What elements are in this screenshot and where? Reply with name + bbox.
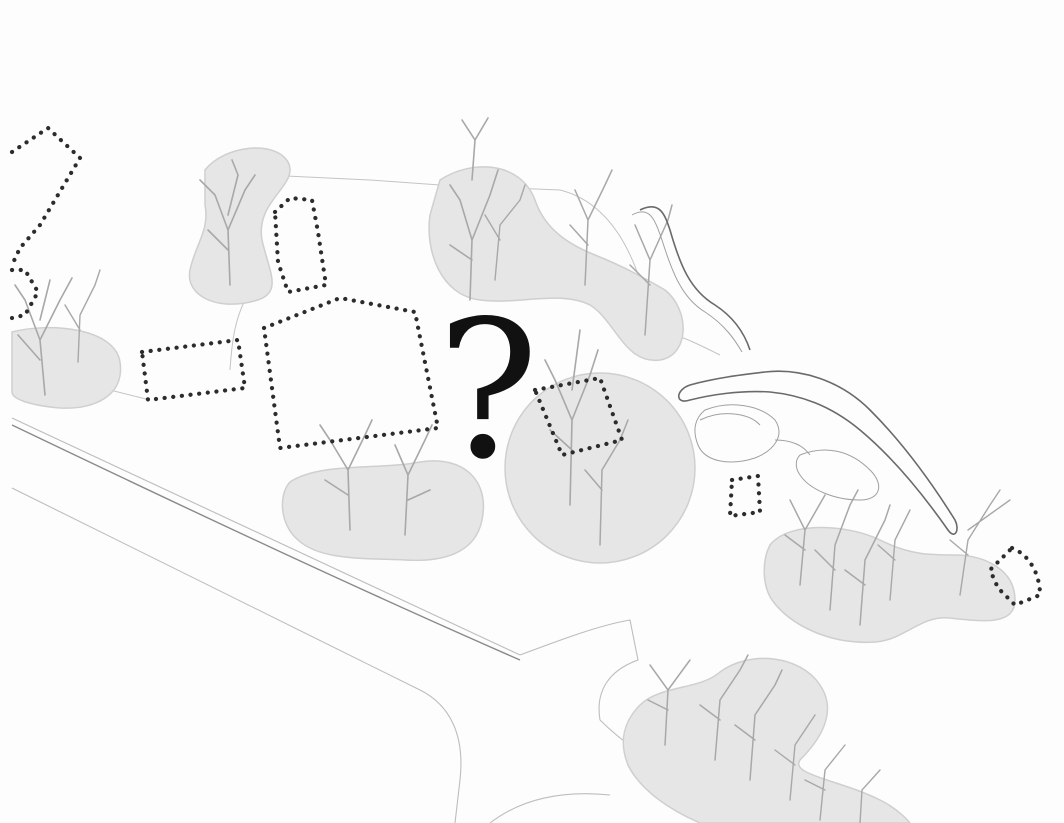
canopy-zone-6 xyxy=(763,526,1016,644)
plot-left-small xyxy=(9,267,41,321)
footpath-diagonal xyxy=(229,299,246,371)
plot-rectangle xyxy=(139,337,248,403)
road-curve xyxy=(519,619,639,721)
question-mark-symbol: ? xyxy=(437,280,539,501)
trails xyxy=(631,206,958,535)
road-arc-bottom xyxy=(489,793,611,823)
tree-group-7 xyxy=(647,654,881,823)
tree-group-1 xyxy=(199,159,256,286)
plot-top-left xyxy=(9,125,83,268)
plot-small-east xyxy=(727,473,763,519)
trail-ridge-offset xyxy=(631,211,743,353)
plot-tall xyxy=(272,195,329,295)
tree-group-4 xyxy=(319,419,433,536)
footpath-left xyxy=(109,389,151,401)
trail-loop-inner xyxy=(694,404,780,463)
road-edge-upper xyxy=(11,417,521,656)
plot-far-east xyxy=(987,545,1043,608)
tree-group-3 xyxy=(449,117,673,336)
canopy-zone-7 xyxy=(622,657,911,823)
trail-loop-east xyxy=(795,449,880,501)
tree-group-6 xyxy=(784,489,1011,626)
canopy-zones xyxy=(11,147,1016,823)
road-edge-lower xyxy=(11,487,462,823)
road-centerline xyxy=(11,424,521,661)
footpath-upper xyxy=(264,174,641,281)
canopy-zone-2 xyxy=(11,326,122,409)
trail-ridge xyxy=(639,206,751,351)
dotted-plots xyxy=(9,125,1043,608)
tree-group-2 xyxy=(14,269,101,396)
trail-connector xyxy=(774,439,811,456)
canopy-zone-3 xyxy=(428,166,684,361)
canopy-zone-1 xyxy=(188,147,291,305)
plot-pentagon xyxy=(261,295,441,451)
canopy-zone-5 xyxy=(504,372,696,564)
plot-square xyxy=(532,375,625,458)
trail-loop-inner-2 xyxy=(699,413,761,426)
trail-loop-outer xyxy=(677,370,958,535)
